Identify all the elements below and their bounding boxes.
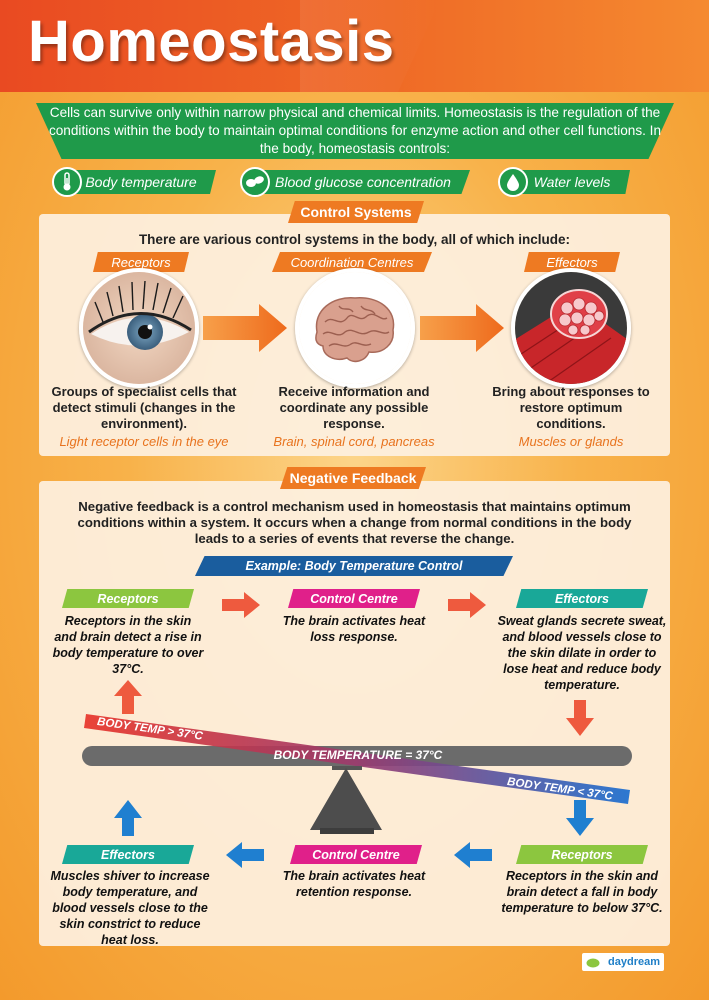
nf-bottom-control-centre-text: The brain activates heat retention respo… — [282, 869, 426, 899]
effectors-example: Muscles or glands — [518, 434, 624, 449]
arrow-right-icon — [448, 592, 486, 618]
logo-text: daydream — [608, 956, 660, 968]
control-systems-intro: There are various control systems in the… — [138, 232, 571, 247]
arrow-up-icon — [114, 680, 142, 714]
arrow-down-icon — [566, 700, 594, 736]
arrow-left-icon — [226, 842, 264, 868]
nf-top-control-centre-text: The brain activates heat loss response. — [282, 614, 426, 644]
example-banner: Example: Body Temperature Control — [195, 556, 513, 576]
receptors-description: Groups of specialist cells that detect s… — [51, 384, 237, 431]
receptors-label: Receptors — [93, 252, 189, 272]
arrow-down-icon — [566, 800, 594, 836]
nf-top-effectors-label: Effectors — [516, 589, 648, 608]
brain-image — [295, 268, 415, 388]
arrow-right-icon — [203, 304, 287, 352]
coordination-centres-example: Brain, spinal cord, pancreas — [273, 434, 435, 449]
balance-label: BODY TEMPERATURE = 37°C — [273, 748, 443, 762]
nf-top-control-centre-label: Control Centre — [288, 589, 420, 608]
arrow-up-icon — [114, 800, 142, 836]
control-pill-blood-glucose: Blood glucose concentration — [256, 170, 470, 194]
control-systems-heading: Control Systems — [288, 201, 424, 223]
nf-bottom-receptors-label: Receptors — [516, 845, 648, 864]
title-band — [0, 0, 709, 92]
temperature-seesaw — [82, 714, 632, 834]
water-drop-icon — [498, 167, 528, 197]
thermometer-icon — [52, 167, 82, 197]
receptors-example: Light receptor cells in the eye — [59, 434, 229, 449]
nf-top-receptors-text: Receptors in the skin and brain detect a… — [52, 614, 204, 676]
coordination-centres-label: Coordination Centres — [272, 252, 432, 272]
arrow-right-icon — [222, 592, 260, 618]
page-title: Homeostasis — [28, 9, 395, 74]
effectors-description: Bring about responses to restore optimum… — [492, 384, 650, 431]
nf-bottom-control-centre-label: Control Centre — [290, 845, 422, 864]
seesaw-fulcrum — [310, 768, 382, 830]
eye-image — [79, 268, 199, 388]
daydream-logo: daydream — [582, 953, 664, 971]
cloud-icon — [586, 958, 600, 968]
control-pill-body-temperature: Body temperature — [66, 170, 216, 194]
nf-bottom-effectors-text: Muscles shiver to increase body temperat… — [50, 869, 210, 947]
negative-feedback-intro: Negative feedback is a control mechanism… — [77, 499, 632, 546]
muscle-image — [511, 268, 631, 388]
coordination-centres-description: Receive information and coordinate any p… — [278, 384, 430, 431]
negative-feedback-heading: Negative Feedback — [280, 467, 426, 489]
intro-text: Cells can survive only within narrow phy… — [48, 105, 662, 156]
arrow-right-icon — [420, 304, 504, 352]
nf-top-receptors-label: Receptors — [62, 589, 194, 608]
nf-bottom-receptors-text: Receptors in the skin and brain detect a… — [501, 869, 663, 915]
nf-top-effectors-text: Sweat glands secrete sweat, and blood ve… — [497, 614, 667, 692]
control-pill-water-levels: Water levels — [514, 170, 630, 194]
nf-bottom-effectors-label: Effectors — [62, 845, 194, 864]
effectors-label: Effectors — [524, 252, 620, 272]
intro-banner — [36, 103, 674, 159]
arrow-left-icon — [454, 842, 492, 868]
pills-icon — [240, 167, 270, 197]
tilted-bar — [84, 714, 630, 804]
